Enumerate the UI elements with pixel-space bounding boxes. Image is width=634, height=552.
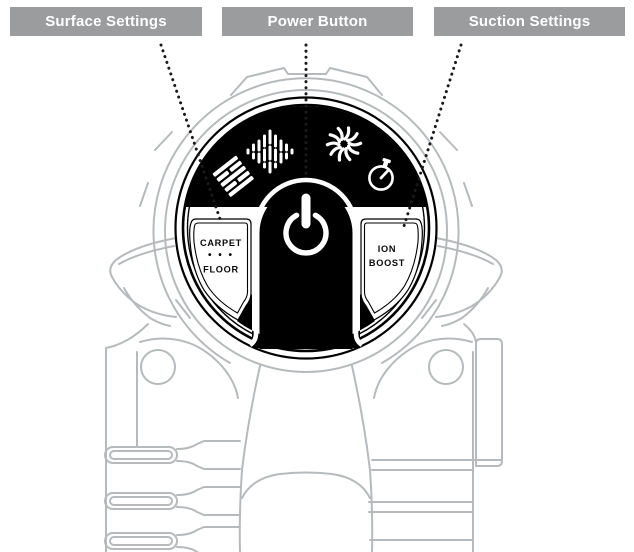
suction-settings-label: Suction Settings xyxy=(468,13,591,30)
housing-top-tabs xyxy=(230,67,383,96)
carpet-floor-dots: • • • xyxy=(208,250,234,261)
side-latch xyxy=(475,338,503,467)
ion-label: ION xyxy=(378,244,396,254)
suction-settings-callout: Suction Settings xyxy=(434,7,625,36)
floor-tile-icon xyxy=(212,155,254,197)
power-arch-fill xyxy=(259,186,353,349)
left-body-edge xyxy=(105,323,149,552)
surface-settings-callout: Surface Settings xyxy=(10,7,202,36)
right-screw-circle xyxy=(428,349,464,385)
timer-icon xyxy=(368,157,394,191)
left-screw-circle xyxy=(140,349,176,385)
housing-facet-lines xyxy=(139,131,473,319)
right-panel-lines xyxy=(368,459,503,541)
power-button[interactable] xyxy=(248,177,364,349)
surface-settings-label: Surface Settings xyxy=(45,13,167,30)
neck-right-line xyxy=(351,365,374,552)
carpet-floor-button[interactable]: CARPET • • • FLOOR xyxy=(189,218,252,321)
left-grip-ribs xyxy=(104,440,241,552)
carpet-pile-icon xyxy=(246,129,294,174)
fan-icon xyxy=(325,126,363,162)
ion-boost-button[interactable]: ION BOOST xyxy=(360,218,423,321)
floor-label: FLOOR xyxy=(203,265,239,275)
leader-lines xyxy=(159,43,463,228)
neck-dome xyxy=(241,471,371,499)
surface-settings-leader xyxy=(159,43,223,224)
panel-bottom-fill xyxy=(237,294,375,348)
left-ear-grip xyxy=(109,237,177,318)
suction-settings-leader xyxy=(402,43,463,228)
housing-outer-ring xyxy=(152,77,460,364)
power-button-label: Power Button xyxy=(267,13,368,30)
housing-inner-ring xyxy=(164,89,448,373)
vacuum-body-outline xyxy=(104,67,503,552)
panel-outer-ring xyxy=(174,96,438,360)
power-arch-outline xyxy=(248,177,364,347)
power-button-callout: Power Button xyxy=(222,7,413,36)
neck-left-line xyxy=(238,365,261,552)
boost-label: BOOST xyxy=(369,258,405,268)
right-ear-grip xyxy=(435,237,503,318)
power-icon xyxy=(283,193,329,256)
carpet-label: CARPET xyxy=(200,238,242,248)
